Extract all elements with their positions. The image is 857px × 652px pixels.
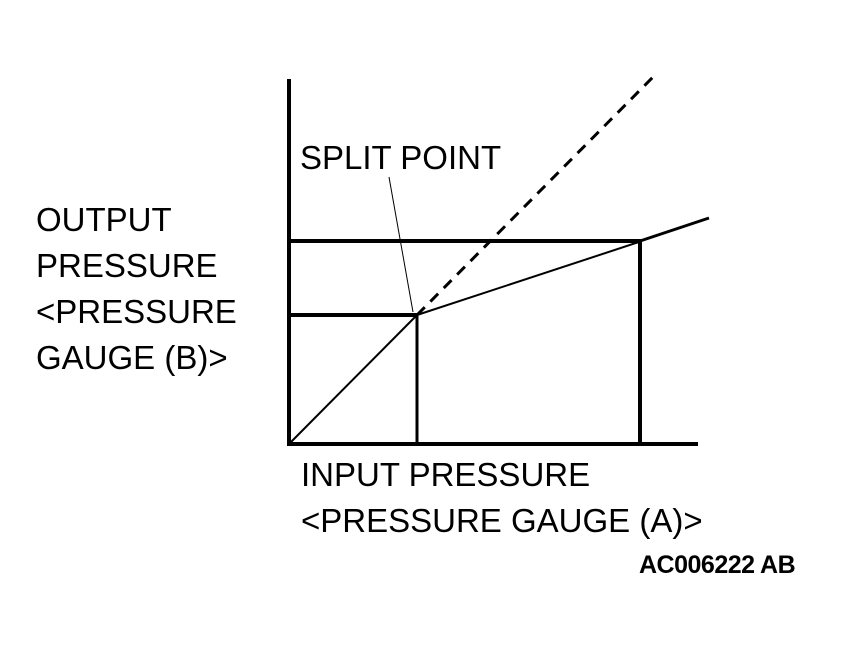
diagonal-line bbox=[288, 314, 418, 445]
x-axis-label-line: <PRESSURE GAUGE (A)> bbox=[301, 502, 703, 539]
y-axis-label-line: <PRESSURE bbox=[36, 293, 237, 330]
split-output-line bbox=[416, 240, 643, 316]
y-axis-label-line: OUTPUT bbox=[36, 201, 172, 238]
y-axis-label: OUTPUT PRESSURE <PRESSURE GAUGE (B)> bbox=[36, 197, 237, 381]
split-point-leader bbox=[388, 176, 414, 313]
upper-continuation-line bbox=[639, 216, 710, 243]
x-axis-label-line: INPUT PRESSURE bbox=[301, 456, 591, 493]
y-axis-label-line: PRESSURE bbox=[36, 247, 218, 284]
dashed-extension-line bbox=[415, 71, 659, 317]
split-point-label: SPLIT POINT bbox=[300, 139, 502, 176]
y-axis-label-line: GAUGE (B)> bbox=[36, 339, 228, 376]
x-axis-label: INPUT PRESSURE <PRESSURE GAUGE (A)> bbox=[301, 452, 703, 544]
figure-id: AC006222 AB bbox=[639, 551, 796, 579]
